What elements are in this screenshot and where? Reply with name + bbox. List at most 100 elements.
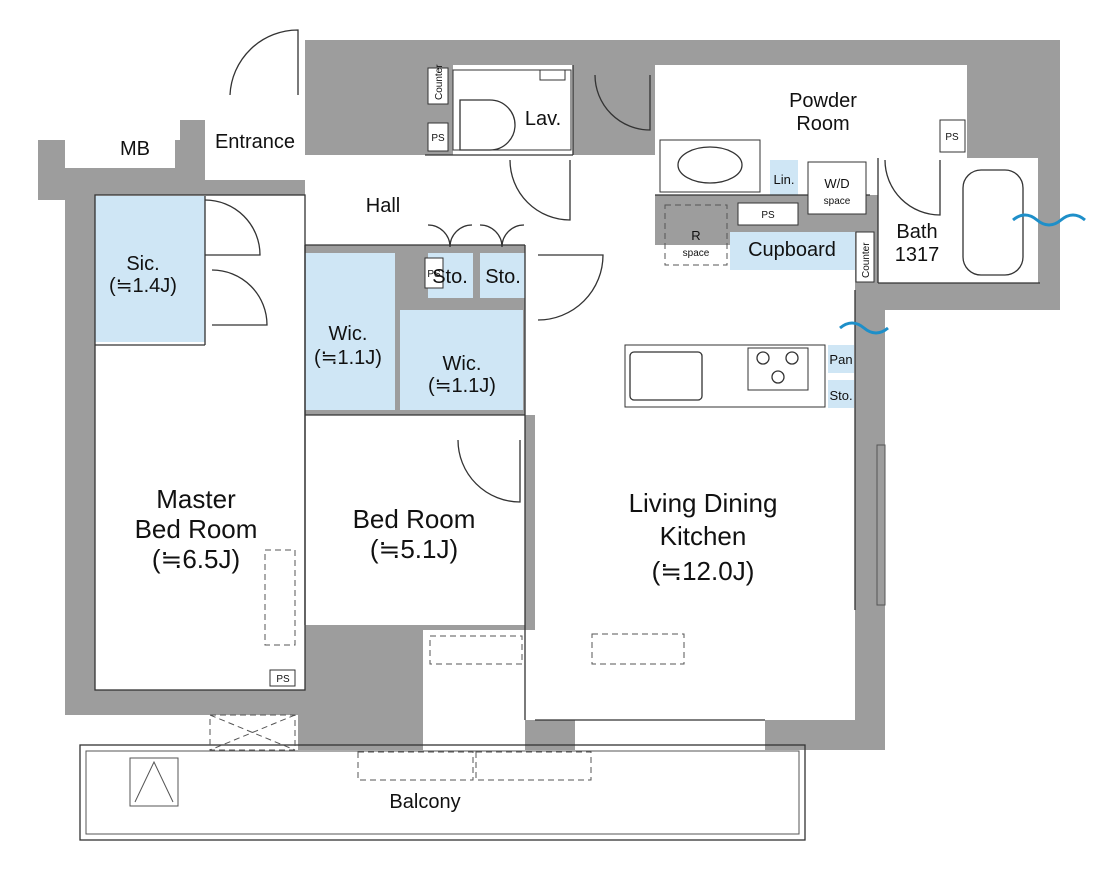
wic2-area	[400, 310, 523, 410]
ldk-label-2: Kitchen	[660, 521, 747, 551]
ps-powder-label: PS	[761, 210, 775, 221]
ldk-window-sash	[475, 751, 592, 781]
sto2-doors	[479, 224, 525, 248]
lav-label: Lav.	[525, 108, 561, 130]
wash-counter	[659, 139, 761, 193]
wic1-area	[305, 253, 395, 410]
master-label-2: Bed Room	[135, 514, 258, 544]
toilet-icon	[459, 99, 516, 151]
balcony-outline	[79, 744, 806, 841]
wic2-label: Wic.	[443, 353, 482, 375]
bath-water-icon	[1012, 213, 1086, 227]
burner-icon	[771, 370, 785, 384]
entrance-label: Entrance	[215, 131, 295, 153]
ldk-size: (≒12.0J)	[652, 556, 755, 586]
master-size: (≒6.5J)	[152, 544, 240, 574]
bath-label-2: 1317	[895, 244, 940, 266]
entrance-door	[229, 29, 299, 96]
master-closet-dash	[264, 549, 296, 646]
pan-area	[828, 345, 854, 373]
counter-lav-box	[427, 67, 449, 105]
bath-label-1: Bath	[896, 221, 937, 243]
floors	[65, 65, 1038, 720]
west-wall	[65, 195, 95, 715]
hall-label: Hall	[366, 195, 400, 217]
counter-bath-label: Counter	[861, 242, 872, 278]
ldk-floor	[535, 250, 855, 720]
burner-icon	[756, 351, 770, 365]
cupboard-area	[730, 232, 855, 270]
south-pillar-west	[298, 620, 423, 750]
powder-label-2: Room	[796, 113, 849, 135]
hatch-box	[129, 757, 179, 807]
ps-bath-box	[939, 119, 966, 153]
bed-label: Bed Room	[353, 504, 476, 534]
ldk-label-1: Living Dining	[629, 488, 778, 518]
wic2-size: (≒1.1J)	[428, 375, 496, 397]
water-symbols	[839, 213, 1086, 335]
bathtub-icon	[962, 169, 1024, 276]
sto1-label: Sto.	[432, 266, 468, 288]
doors	[204, 29, 941, 503]
sink-icon	[629, 351, 703, 401]
pan-label: Pan	[829, 352, 852, 367]
sto3-label: Sto.	[829, 388, 852, 403]
cupboard-label: Cupboard	[748, 239, 836, 261]
master-window-sash-x2	[209, 714, 296, 751]
powder-label-1: Powder	[789, 90, 857, 112]
mb-label: MB	[120, 138, 150, 160]
sic-label: Sic.	[126, 253, 159, 275]
wash-basin-icon	[677, 146, 743, 184]
ps-master-box	[269, 669, 296, 687]
storage-areas	[95, 160, 855, 410]
bath-floor	[878, 158, 958, 283]
sto3-area	[828, 380, 854, 408]
wic1-label: Wic.	[329, 323, 368, 345]
sto1-doors	[427, 224, 473, 248]
counter-lav-label: Counter	[434, 64, 445, 100]
counter-bath-box	[855, 231, 875, 283]
stove-box	[747, 347, 809, 391]
ps-master-label: PS	[276, 674, 290, 685]
fixtures	[264, 67, 1024, 687]
mb-floor	[65, 136, 175, 168]
r-space-box	[664, 204, 728, 266]
lav-door	[509, 159, 571, 221]
bed-sash-dash	[429, 635, 523, 665]
ldk-door	[537, 254, 604, 321]
master-window-sash	[209, 714, 296, 751]
sto2-area	[480, 253, 525, 298]
tub-floor	[958, 158, 1038, 283]
ldk-side-window	[876, 444, 886, 606]
wd-label-1: W/D	[824, 176, 849, 191]
hall-master-door	[211, 269, 268, 326]
sic-area	[95, 196, 205, 342]
balcony-inner	[85, 750, 800, 835]
partitions	[94, 65, 1040, 721]
south-west-wall	[65, 690, 305, 715]
balcony	[79, 714, 806, 841]
ldk-sash-dash	[591, 633, 685, 665]
bed-floor	[305, 415, 525, 625]
powder-door	[594, 74, 651, 131]
sic-door	[204, 199, 261, 256]
bed-window-sash	[357, 751, 474, 781]
burner-icon	[785, 351, 799, 365]
r-label-2: space	[683, 248, 710, 259]
entrance-floor	[205, 120, 305, 180]
ps-lav-label: PS	[431, 133, 445, 144]
r-label-1: R	[691, 228, 700, 243]
ps-bath-label: PS	[945, 132, 959, 143]
sto2-label: Sto.	[485, 266, 521, 288]
ps-wic-label: PS	[427, 269, 441, 280]
sic-size: (≒1.4J)	[109, 275, 177, 297]
bed-door	[457, 439, 521, 503]
bed-size: (≒5.1J)	[370, 534, 458, 564]
ps-wic-box	[424, 257, 444, 289]
labels: MB Entrance Hall Lav. Powder Room Bath 1…	[109, 64, 959, 813]
ps-powder-box	[737, 202, 799, 226]
balcony-label: Balcony	[389, 791, 460, 813]
wd-label-2: space	[824, 196, 851, 207]
bath-door	[884, 159, 941, 216]
